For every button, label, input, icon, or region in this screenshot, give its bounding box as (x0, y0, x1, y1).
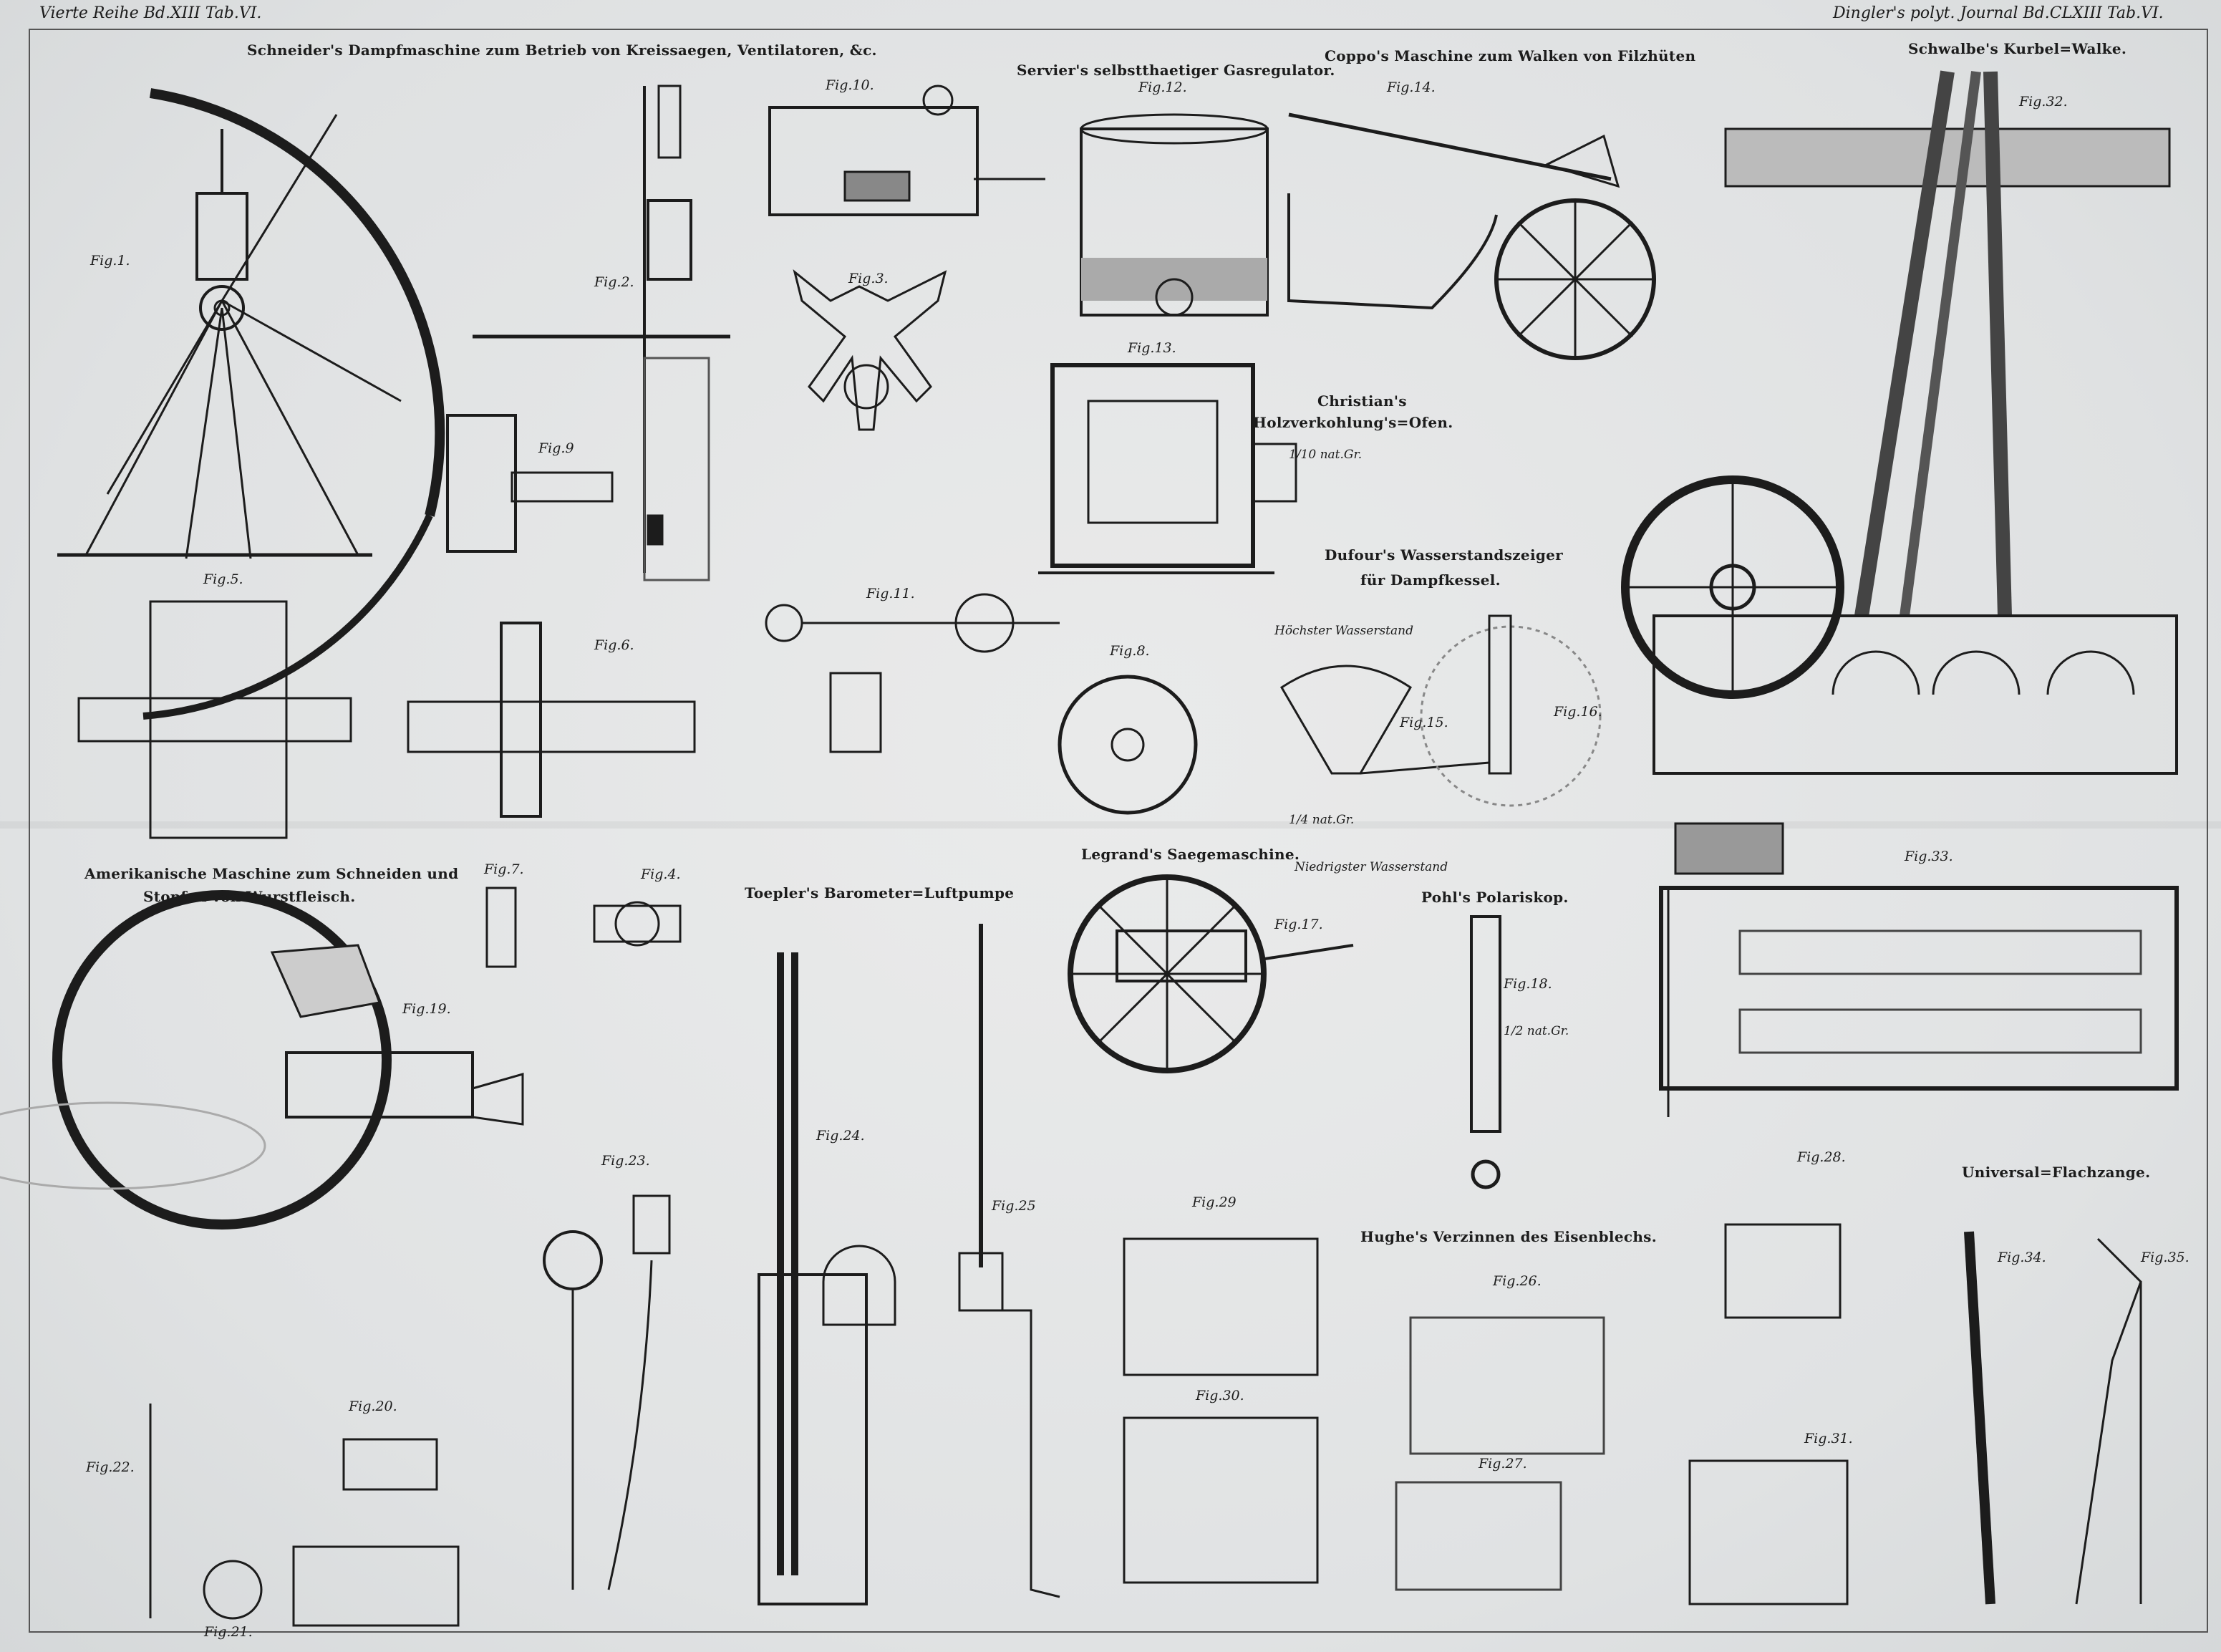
fig12-drawing (1081, 115, 1267, 315)
fig18-label: Fig.18. (1504, 976, 1552, 992)
fig14-drawing (1289, 115, 1654, 358)
fig9-drawing (447, 415, 612, 551)
fig4-drawing (594, 902, 680, 945)
note-hoechster-wasserstand: Höchster Wasserstand (1274, 624, 1413, 638)
fig19-label: Fig.19. (402, 1001, 451, 1017)
header-left: Vierte Reihe Bd.XIII Tab.VI. (39, 4, 262, 22)
fig18-drawing (1471, 917, 1500, 1187)
fig33-label: Fig.33. (1905, 849, 1953, 864)
plate-border (29, 29, 2208, 1633)
fig5-label: Fig.5. (203, 571, 243, 587)
title-coppo: Coppo's Maschine zum Walken von Filzhüte… (1325, 47, 1696, 64)
fig27-label: Fig.27. (1479, 1456, 1527, 1472)
fig21-label: Fig.21. (204, 1624, 253, 1640)
fig15-dial-drawing (1282, 616, 1600, 806)
fig25-label: Fig.25 (992, 1198, 1036, 1214)
fig11-drawing (766, 594, 1060, 752)
fig8-drawing (1060, 677, 1196, 813)
title-dufour-1: Dufour's Wasserstandszeiger (1325, 546, 1563, 564)
title-amerikanische-2: Stopfen von Wurstfleisch. (143, 888, 356, 905)
fig8-label: Fig.8. (1110, 643, 1150, 659)
title-hughe: Hughe's Verzinnen des Eisenblechs. (1360, 1228, 1657, 1245)
title-christian-2: Holzverkohlung's=Ofen. (1253, 414, 1453, 431)
fig7-label: Fig.7. (484, 861, 524, 877)
fig28-drawing (1690, 1224, 2141, 1604)
fig13-label: Fig.13. (1128, 340, 1176, 356)
fig29-label: Fig.29 (1192, 1194, 1237, 1210)
fig34-label: Fig.34. (1998, 1250, 2046, 1265)
fig11-label: Fig.11. (866, 586, 915, 602)
fig12-label: Fig.12. (1138, 79, 1187, 95)
fig6-label: Fig.6. (594, 637, 634, 653)
fig32-label: Fig.32. (2019, 94, 2068, 110)
fig2-label: Fig.2. (594, 274, 634, 290)
fig1-steam-engine-drawing (57, 93, 440, 716)
title-servier: Servier's selbstthaetiger Gasregulator. (1017, 62, 1335, 79)
fig4-label: Fig.4. (641, 866, 681, 882)
fig24-label: Fig.24. (816, 1128, 865, 1144)
fig22-label: Fig.22. (86, 1459, 135, 1475)
note-scale-christian: 1/10 nat.Gr. (1289, 448, 1363, 462)
note-scale-dufour: 1/4 nat.Gr. (1289, 813, 1355, 827)
title-legrand: Legrand's Saegemaschine. (1081, 846, 1300, 863)
header-right: Dingler's polyt. Journal Bd.CLXIII Tab.V… (1833, 4, 2164, 22)
fig32-drawing (1625, 72, 2177, 773)
fig33-drawing (1661, 823, 2177, 1117)
title-christian-1: Christian's (1317, 392, 1407, 410)
title-amerikanische-1: Amerikanische Maschine zum Schneiden und (84, 865, 459, 882)
fig35-label: Fig.35. (2141, 1250, 2189, 1265)
fig23-label: Fig.23. (601, 1153, 650, 1169)
fig20-label: Fig.20. (349, 1399, 397, 1414)
title-schwalbe: Schwalbe's Kurbel=Walke. (1908, 40, 2127, 57)
fig2-drawing (473, 86, 730, 580)
fig3-drawing (795, 272, 945, 430)
fig29-drawing (1124, 1239, 1317, 1583)
note-scale-pohl: 1/2 nat.Gr. (1504, 1024, 1569, 1038)
fig3-label: Fig.3. (848, 271, 889, 286)
fig5-drawing (79, 602, 351, 838)
title-toepler: Toepler's Barometer=Luftpumpe (745, 884, 1015, 902)
title-pohl: Pohl's Polariskop. (1421, 889, 1569, 906)
fig10-label: Fig.10. (826, 77, 874, 93)
fig14-label: Fig.14. (1387, 79, 1436, 95)
fig9-label: Fig.9 (538, 440, 574, 456)
fig17-label: Fig.17. (1274, 917, 1323, 932)
note-niedrigster-wasserstand: Niedrigster Wasserstand (1295, 860, 1448, 874)
title-schneider: Schneider's Dampfmaschine zum Betrieb vo… (247, 42, 877, 59)
fig19-sausage-machine-drawing (0, 895, 523, 1224)
fig1-label: Fig.1. (90, 253, 130, 269)
fig20-drawing (150, 1404, 458, 1626)
fig13-drawing (1038, 365, 1296, 573)
title-dufour-2: für Dampfkessel. (1360, 571, 1501, 589)
fig23-drawing (544, 1196, 669, 1590)
fig26-label: Fig.26. (1493, 1273, 1542, 1289)
fig10-drawing (770, 86, 1045, 215)
fig28-label: Fig.28. (1797, 1149, 1846, 1165)
title-universal: Universal=Flachzange. (1962, 1164, 2151, 1181)
fig16-label: Fig.16. (1554, 704, 1602, 720)
fig15-label: Fig.15. (1400, 715, 1448, 730)
fig26-drawing (1396, 1318, 1604, 1590)
fig17-saw-machine-drawing (1070, 877, 1353, 1071)
fig24-pump-drawing (759, 924, 1060, 1604)
fig30-label: Fig.30. (1196, 1388, 1244, 1404)
fig31-label: Fig.31. (1804, 1431, 1853, 1446)
fig6-drawing (408, 623, 695, 816)
fig7-drawing (487, 888, 516, 967)
